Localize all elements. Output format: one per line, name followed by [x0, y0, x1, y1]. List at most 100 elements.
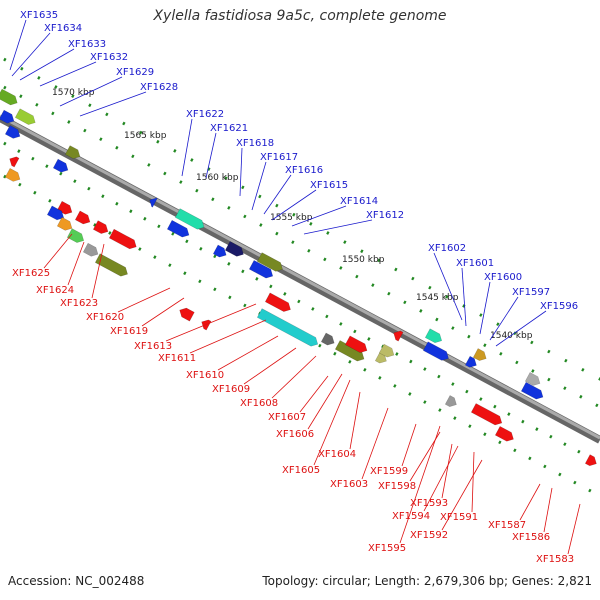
- gene-label: XF1616: [285, 165, 323, 176]
- leader-line: [9, 19, 27, 71]
- scale-tick: [67, 120, 71, 124]
- kbp-label: 1570 kbp: [52, 88, 95, 98]
- scale-tick: [311, 307, 315, 311]
- kbp-label: 1555 kbp: [270, 213, 313, 223]
- scale-tick: [183, 271, 187, 276]
- kbp-label: 1565 kbp: [124, 131, 167, 141]
- leader-line: [349, 391, 361, 450]
- gene-feature: [201, 319, 212, 331]
- scale-tick: [275, 203, 279, 208]
- scale-tick: [393, 384, 397, 388]
- gene-label: XF1595: [368, 543, 406, 554]
- scale-tick: [408, 392, 412, 396]
- scale-tick: [493, 404, 497, 409]
- leader-line: [307, 373, 343, 430]
- scale-tick: [451, 326, 455, 330]
- scale-tick: [577, 449, 581, 454]
- gene-feature: [56, 216, 73, 231]
- scale-tick: [291, 240, 295, 245]
- gene-feature: [472, 348, 487, 361]
- leader-line: [243, 347, 297, 385]
- gene-feature: [46, 205, 65, 221]
- gene-label: XF1583: [536, 554, 574, 565]
- leader-line: [39, 61, 97, 87]
- scale-tick: [535, 427, 539, 431]
- gene-label: XF1602: [428, 243, 466, 254]
- scale-tick: [438, 408, 442, 412]
- scale-tick: [395, 352, 399, 356]
- scale-tick: [71, 94, 75, 98]
- leader-line: [59, 76, 123, 107]
- gene-features: [0, 88, 597, 467]
- kbp-label: 1545 kbp: [416, 293, 459, 303]
- scale-tick: [499, 351, 503, 356]
- scale-tick: [339, 266, 343, 270]
- gene-feature: [470, 403, 503, 426]
- gene-label: XF1625: [12, 268, 50, 279]
- scale-tick: [353, 329, 357, 334]
- scale-tick: [528, 456, 532, 461]
- scale-tick: [409, 359, 413, 364]
- scale-tick: [419, 309, 423, 313]
- scale-tick: [423, 400, 427, 404]
- scale-tick: [549, 434, 553, 439]
- scale-tick: [51, 111, 55, 116]
- gene-label: XF1600: [484, 272, 522, 283]
- scale-tick: [105, 112, 109, 117]
- scale-tick: [323, 257, 327, 262]
- scale-tick: [297, 299, 301, 304]
- scale-tick: [115, 145, 119, 150]
- gene-label: XF1633: [68, 39, 106, 50]
- gene-feature: [14, 108, 36, 125]
- scale-tick: [579, 394, 583, 399]
- leader-line: [19, 48, 75, 81]
- gene-feature: [52, 158, 69, 173]
- gene-label: XF1610: [186, 370, 224, 381]
- gene-feature: [464, 355, 477, 368]
- scale-tick: [371, 283, 375, 287]
- scale-tick: [423, 367, 427, 371]
- gene-label: XF1618: [236, 138, 274, 149]
- leader-line: [263, 174, 292, 215]
- scale-tick: [198, 279, 202, 284]
- scale-tick: [496, 322, 500, 327]
- leader-line: [441, 459, 483, 531]
- scale-tick: [45, 164, 49, 169]
- scale-tick: [147, 163, 151, 167]
- gene-label: XF1593: [410, 498, 448, 509]
- scale-tick: [563, 442, 567, 447]
- gene-label: XF1612: [366, 210, 404, 221]
- scale-tick: [498, 440, 502, 445]
- gene-feature: [212, 244, 227, 258]
- scale-ticks: [3, 57, 600, 493]
- scale-tick: [156, 139, 160, 144]
- gene-label: XF1613: [134, 341, 172, 352]
- leader-line: [461, 267, 467, 327]
- scale-tick: [59, 171, 63, 176]
- scale-tick: [428, 285, 432, 290]
- gene-label: XF1632: [90, 52, 128, 63]
- gene-label: XF1619: [110, 326, 148, 337]
- gene-feature: [64, 145, 81, 159]
- gene-label: XF1599: [370, 466, 408, 477]
- gene-label: XF1601: [456, 258, 494, 269]
- gene-labels: XF1635XF1634XF1633XF1632XF1629XF1628XF16…: [12, 10, 578, 565]
- scale-tick: [283, 292, 287, 296]
- scale-tick: [224, 176, 228, 181]
- leader-line: [189, 319, 267, 354]
- scale-tick: [173, 149, 177, 153]
- scale-tick: [163, 171, 167, 176]
- gene-label: XF1634: [44, 23, 82, 34]
- gene-feature: [256, 308, 319, 347]
- scale-tick: [143, 216, 147, 221]
- gene-feature: [9, 156, 20, 168]
- map-title: Xylella fastidiosa 9a5c, complete genome: [153, 8, 447, 24]
- leader-line: [117, 287, 171, 313]
- scale-tick: [269, 284, 273, 289]
- gene-label: XF1603: [330, 479, 368, 490]
- gene-feature: [248, 259, 274, 279]
- scale-tick: [3, 141, 7, 146]
- gene-feature: [74, 210, 91, 225]
- scale-tick: [87, 186, 91, 191]
- scale-tick: [563, 386, 567, 391]
